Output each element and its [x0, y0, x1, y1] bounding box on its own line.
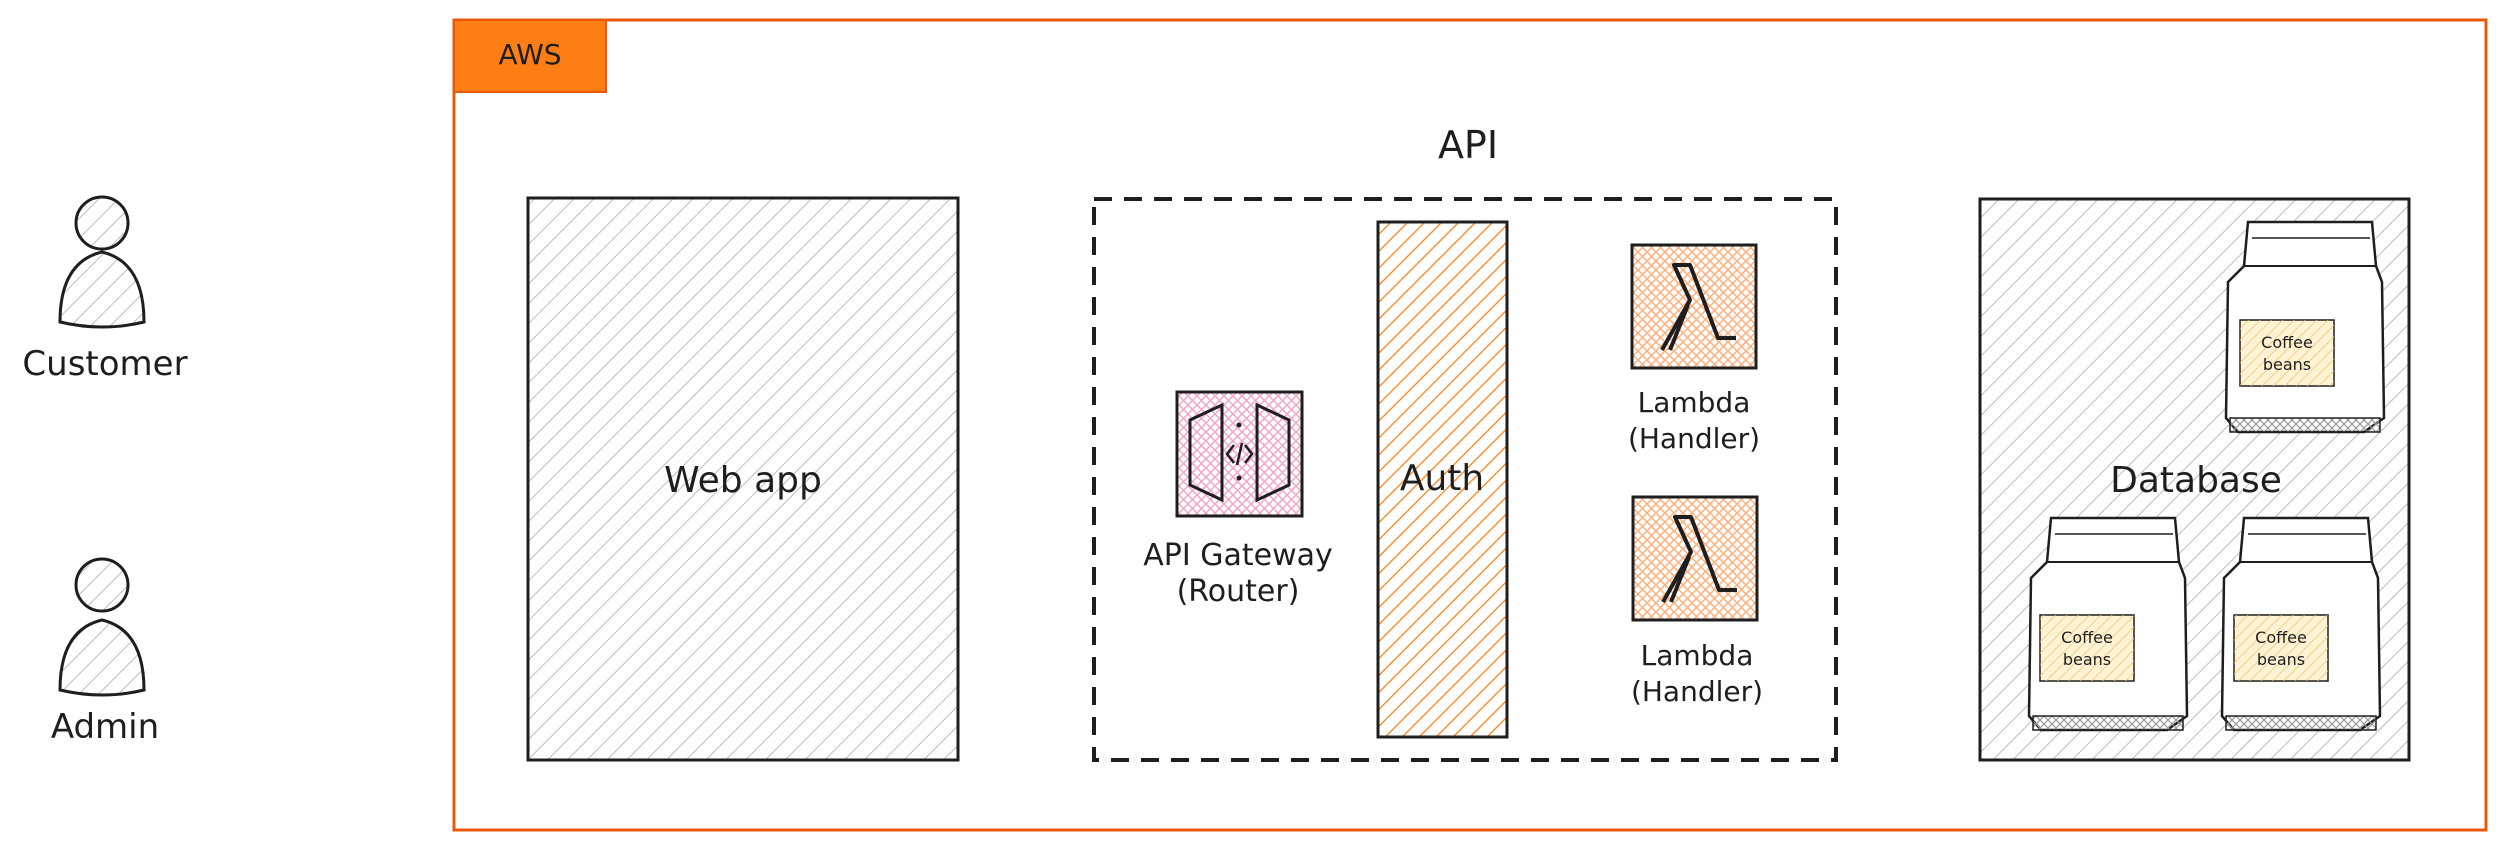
bag-label: Coffee [2061, 628, 2113, 647]
bag-sublabel: beans [2263, 355, 2311, 374]
lambda-handler-1: Lambda (Handler) [1628, 243, 1760, 455]
person-icon [58, 557, 146, 697]
lambda-sublabel: (Handler) [1628, 422, 1760, 455]
api-gateway: API Gateway (Router) [1143, 390, 1333, 609]
coffee-bag-icon [2224, 220, 2386, 434]
auth-label: Auth [1400, 458, 1484, 499]
api-gateway-label: API Gateway [1143, 538, 1333, 573]
webapp-label: Web app [664, 460, 822, 501]
coffee-bag-3: Coffee beans [2220, 516, 2382, 732]
api-title: API [1438, 123, 1498, 167]
database-label: Database [2110, 460, 2282, 501]
actor-label: Admin [51, 707, 159, 747]
api-group: API API Gateway (Router) Auth [1092, 123, 1838, 762]
bag-sublabel: beans [2257, 650, 2305, 669]
webapp-box: Web app [526, 196, 960, 762]
bag-sublabel: beans [2063, 650, 2111, 669]
lambda-label: Lambda [1641, 639, 1754, 672]
coffee-bag-2: Coffee beans [2027, 516, 2189, 732]
database-box: Database Coffee beans [1978, 197, 2411, 762]
lambda-icon [1631, 495, 1759, 622]
coffee-bag-icon [2027, 516, 2189, 732]
lambda-handler-2: Lambda (Handler) [1631, 495, 1763, 708]
lambda-icon [1630, 243, 1758, 370]
api-gateway-sublabel: (Router) [1177, 574, 1300, 609]
actor-admin: Admin [51, 557, 159, 747]
coffee-bag-icon [2220, 516, 2382, 732]
actor-customer: Customer [22, 195, 188, 384]
coffee-bag-1: Coffee beans [2224, 220, 2386, 434]
bag-label: Coffee [2261, 333, 2313, 352]
lambda-label: Lambda [1638, 386, 1751, 419]
aws-tag-label: AWS [498, 38, 561, 71]
person-icon [58, 195, 146, 329]
api-gateway-icon [1175, 390, 1304, 518]
lambda-sublabel: (Handler) [1631, 675, 1763, 708]
bag-label: Coffee [2255, 628, 2307, 647]
auth-box: Auth [1376, 220, 1509, 739]
aws-container: AWS [452, 18, 2488, 832]
actor-label: Customer [22, 344, 187, 384]
